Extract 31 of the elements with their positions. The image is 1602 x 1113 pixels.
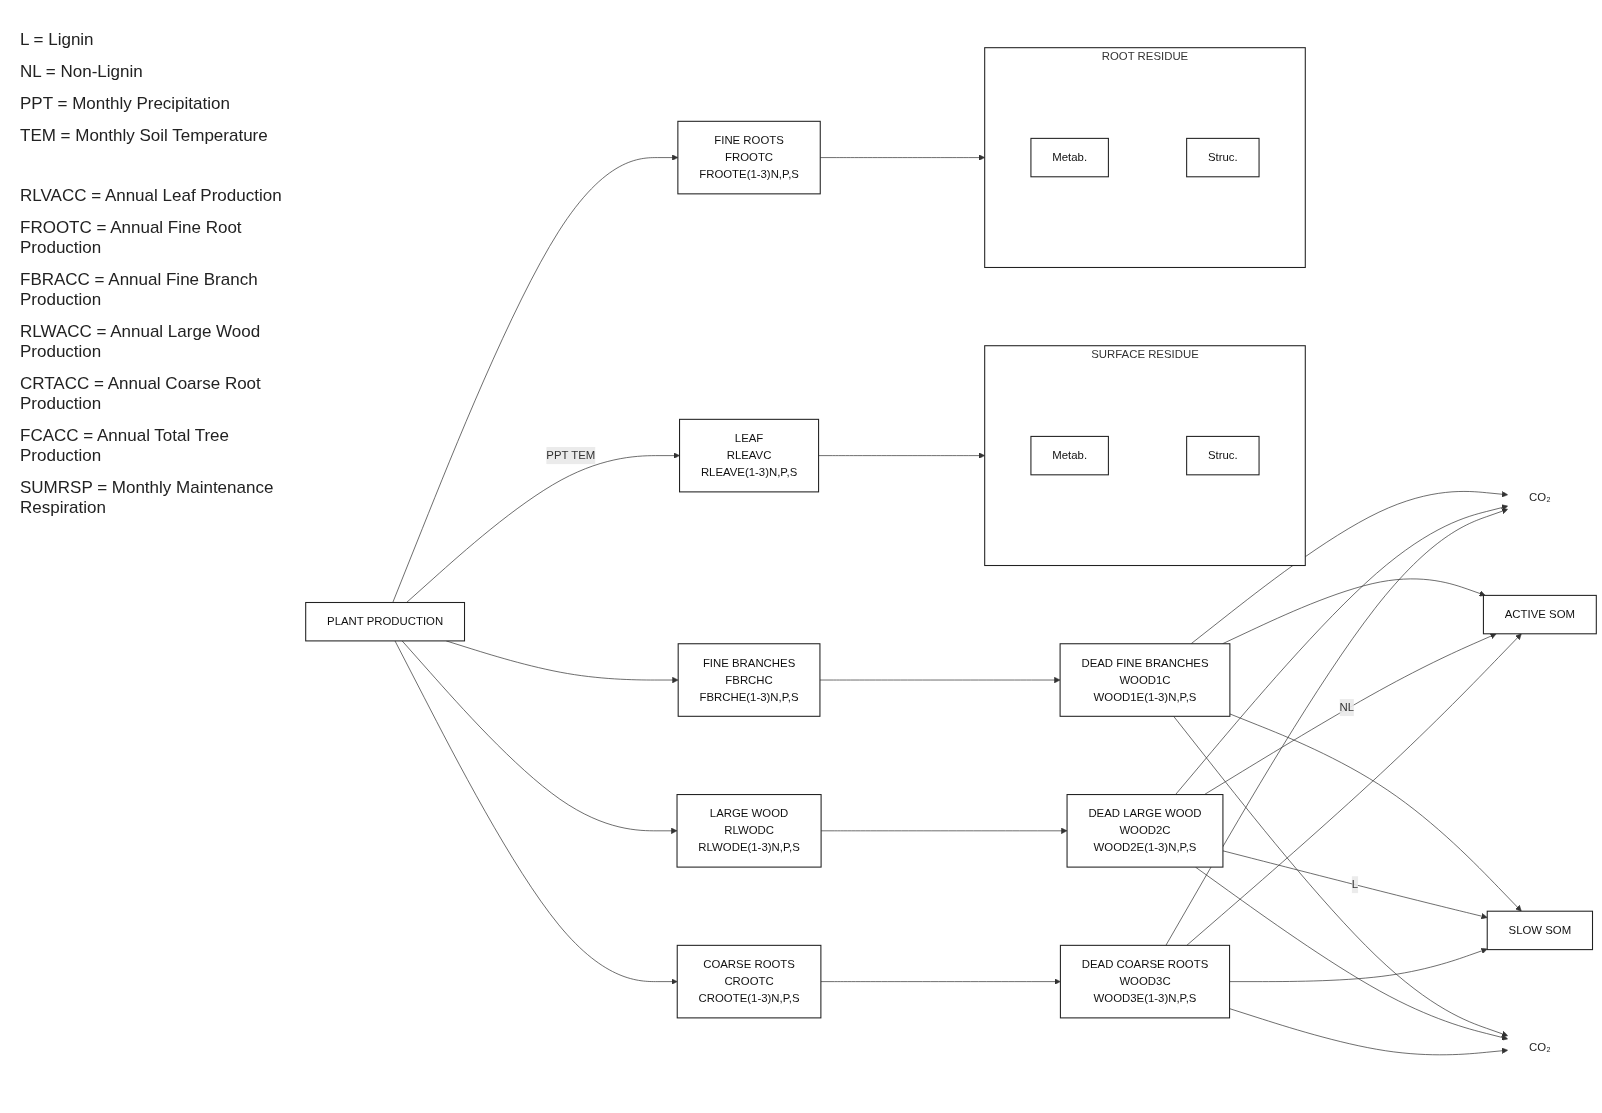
node-box: Struc. [1186, 137, 1260, 177]
node-box: PLANT PRODUCTION [305, 601, 466, 641]
definition-note: TEM = Monthly Soil Temperature [20, 126, 269, 146]
node-box: DEAD LARGE WOOD WOOD2C WOOD2E(1-3)N,P,S [1066, 793, 1224, 868]
edge-label: L [1351, 877, 1359, 890]
node-text: CO₂ [1529, 491, 1551, 504]
node-box: FINE ROOTS FROOTC FROOTE(1-3)N,P,S [677, 120, 821, 194]
node-box: Metab. [1030, 435, 1109, 475]
node-box: COARSE ROOTS CROOTC CROOTE(1-3)N,P,S [676, 944, 822, 1018]
definition-note: CRTACC = Annual Coarse Root Production [20, 374, 262, 414]
node-box: DEAD FINE BRANCHES WOOD1C WOOD1E(1-3)N,P,S [1059, 642, 1231, 717]
definition-note: FBRACC = Annual Fine Branch Production [20, 270, 259, 310]
edge-label: NL [1339, 700, 1355, 713]
node-box: Metab. [1030, 137, 1109, 177]
node-box: ACTIVE SOM [1482, 594, 1597, 634]
definition-note: PPT = Monthly Precipitation [20, 94, 231, 114]
node-box: LEAF RLEAVC RLEAVE(1-3)N,P,S [679, 418, 820, 492]
definition-note: RLWACC = Annual Large Wood Production [20, 322, 262, 362]
definition-note: FROOTC = Annual Fine Root Production [20, 218, 243, 258]
definition-note: RLVACC = Annual Leaf Production [20, 186, 283, 206]
definition-note: NL = Non-Lignin [20, 62, 144, 82]
node-box: LARGE WOOD RLWODC RLWODE(1-3)N,P,S [676, 793, 822, 868]
node-box: SLOW SOM [1486, 910, 1594, 950]
node-box: FINE BRANCHES FBRCHC FBRCHE(1-3)N,P,S [677, 642, 821, 717]
definition-note: L = Lignin [20, 30, 95, 50]
edge-label: PPT TEM [546, 448, 596, 461]
node-box: Struc. [1186, 435, 1260, 475]
node-text: CO₂ [1529, 1040, 1551, 1053]
definition-note: SUMRSP = Monthly Maintenance Respiration [20, 478, 275, 518]
definition-note: FCACC = Annual Total Tree Production [20, 426, 230, 466]
node-box: DEAD COARSE ROOTS WOOD3C WOOD3E(1-3)N,P,S [1059, 944, 1231, 1018]
